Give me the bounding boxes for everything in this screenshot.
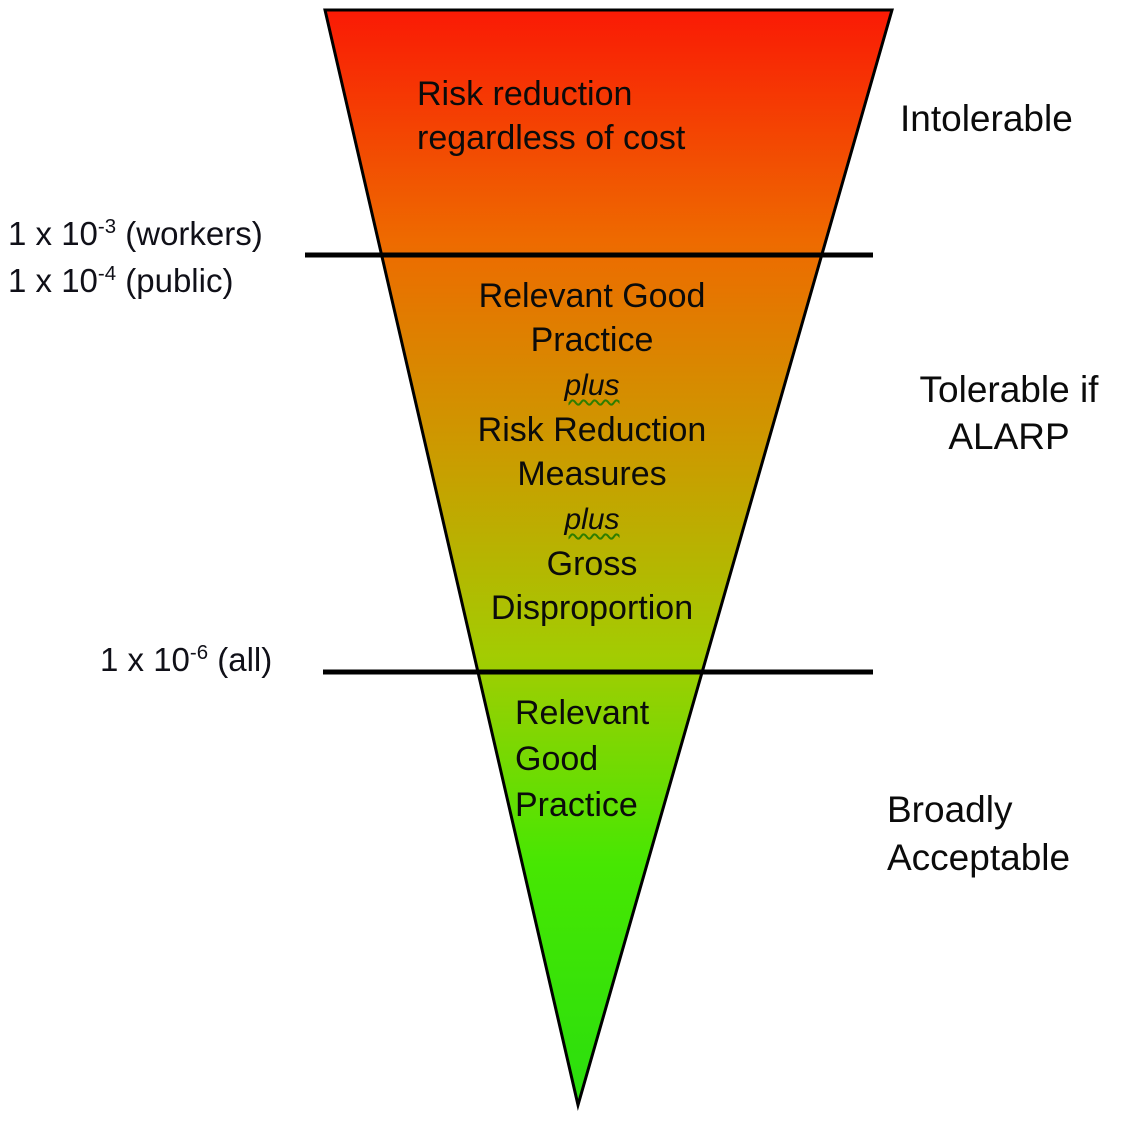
plus-separator-1: plus [564,369,620,402]
zone-intolerable-line1: Risk reduction [417,75,633,113]
zone-acceptable-line2: Good [515,740,599,778]
zone-acceptable-line3: Practice [515,786,638,824]
zone-tolerable-line3: Risk Reduction [477,411,707,449]
zone-acceptable-line1: Relevant [515,694,650,732]
zone-intolerable-text: Risk reduction regardless of cost [417,72,685,160]
threshold-workers: 1 x 10-3 (workers) [8,215,263,252]
category-label-acceptable: Broadly Acceptable [887,786,1070,882]
risk-triangle [323,8,894,1111]
threshold-label-upper: 1 x 10-3 (workers) 1 x 10-4 (public) [8,210,263,304]
category-label-intolerable: Intolerable [900,98,1073,139]
zone-tolerable-text: Relevant Good Practice plus Risk Reducti… [392,274,792,630]
zone-tolerable-line5: Gross [546,545,638,583]
zone-tolerable-line4: Measures [517,455,667,493]
zone-intolerable-line2: regardless of cost [417,119,686,157]
exponent: -4 [97,262,117,285]
category-acceptable-line1: Broadly [887,789,1013,830]
zone-tolerable-line6: Disproportion [490,589,694,627]
exponent: -3 [97,215,117,238]
threshold-label-lower: 1 x 10-6 (all) [100,641,273,678]
plus-separator-2: plus [564,503,620,536]
zone-acceptable-text: Relevant Good Practice [515,690,649,828]
category-label-tolerable: Tolerable if ALARP [893,366,1125,460]
zone-tolerable-line1: Relevant Good [478,277,706,315]
category-tolerable-line2: ALARP [948,416,1070,457]
category-tolerable-line1: Tolerable if [919,369,1099,410]
zone-tolerable-line2: Practice [530,321,654,359]
exponent: -6 [189,641,209,664]
threshold-public: 1 x 10-4 (public) [8,262,234,299]
category-acceptable-line2: Acceptable [887,837,1071,878]
